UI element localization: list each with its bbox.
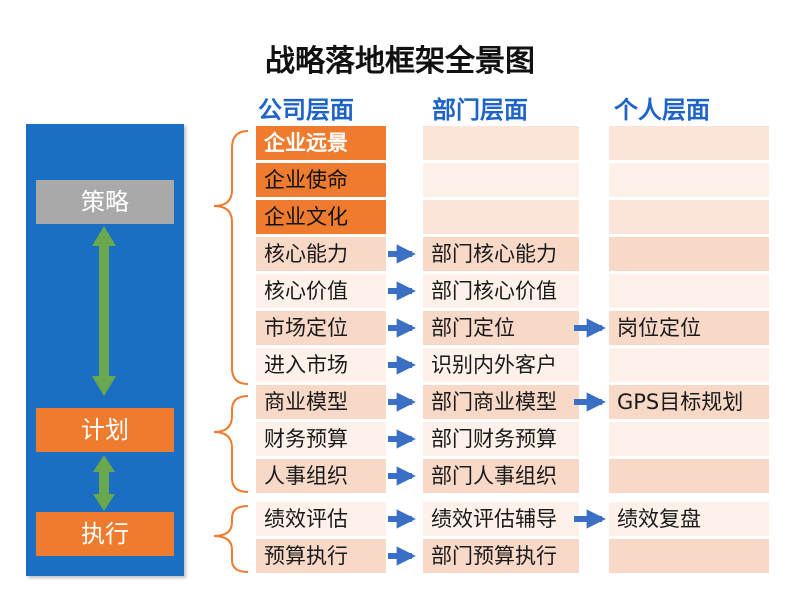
- stage-plan: 计划: [36, 408, 174, 452]
- green-double-arrow: [93, 455, 115, 511]
- company-cell: 企业文化: [256, 200, 386, 234]
- company-cell: 商业模型: [256, 385, 386, 419]
- header-company: 公司层面: [258, 96, 354, 124]
- company-cell: 核心价值: [256, 274, 386, 308]
- personal-cell: 绩效复盘: [609, 502, 769, 536]
- company-cell: 企业使命: [256, 163, 386, 197]
- department-cell: [423, 163, 579, 197]
- stage-strategy: 策略: [36, 180, 174, 224]
- bracket-strategy: [213, 130, 249, 385]
- personal-cell: [609, 459, 769, 493]
- department-cell: 部门预算执行: [423, 539, 579, 573]
- department-cell: 部门核心价值: [423, 274, 579, 308]
- bracket-plan: [213, 395, 249, 493]
- company-cell: 市场定位: [256, 311, 386, 345]
- personal-cell: [609, 348, 769, 382]
- department-cell: 部门财务预算: [423, 422, 579, 456]
- department-cell: 部门人事组织: [423, 459, 579, 493]
- company-cell: 预算执行: [256, 539, 386, 573]
- personal-cell: GPS目标规划: [609, 385, 769, 419]
- department-cell: 绩效评估辅导: [423, 502, 579, 536]
- personal-cell: [609, 200, 769, 234]
- personal-cell: [609, 237, 769, 271]
- personal-cell: [609, 539, 769, 573]
- department-cell: 部门商业模型: [423, 385, 579, 419]
- department-cell: 部门核心能力: [423, 237, 579, 271]
- personal-cell: [609, 163, 769, 197]
- stage-execute: 执行: [36, 512, 174, 556]
- company-cell: 人事组织: [256, 459, 386, 493]
- company-cell: 进入市场: [256, 348, 386, 382]
- personal-cell: [609, 126, 769, 160]
- company-cell: 财务预算: [256, 422, 386, 456]
- bracket-execute: [213, 505, 249, 573]
- personal-cell: 岗位定位: [609, 311, 769, 345]
- company-cell: 核心能力: [256, 237, 386, 271]
- header-personal: 个人层面: [614, 96, 710, 124]
- department-cell: [423, 126, 579, 160]
- department-cell: 部门定位: [423, 311, 579, 345]
- company-cell: 企业远景: [256, 126, 386, 160]
- department-cell: [423, 200, 579, 234]
- department-cell: 识别内外客户: [423, 348, 579, 382]
- page-title: 战略落地框架全景图: [265, 44, 535, 79]
- green-double-arrow: [92, 226, 116, 396]
- header-department: 部门层面: [432, 96, 528, 124]
- personal-cell: [609, 422, 769, 456]
- personal-cell: [609, 274, 769, 308]
- company-cell: 绩效评估: [256, 502, 386, 536]
